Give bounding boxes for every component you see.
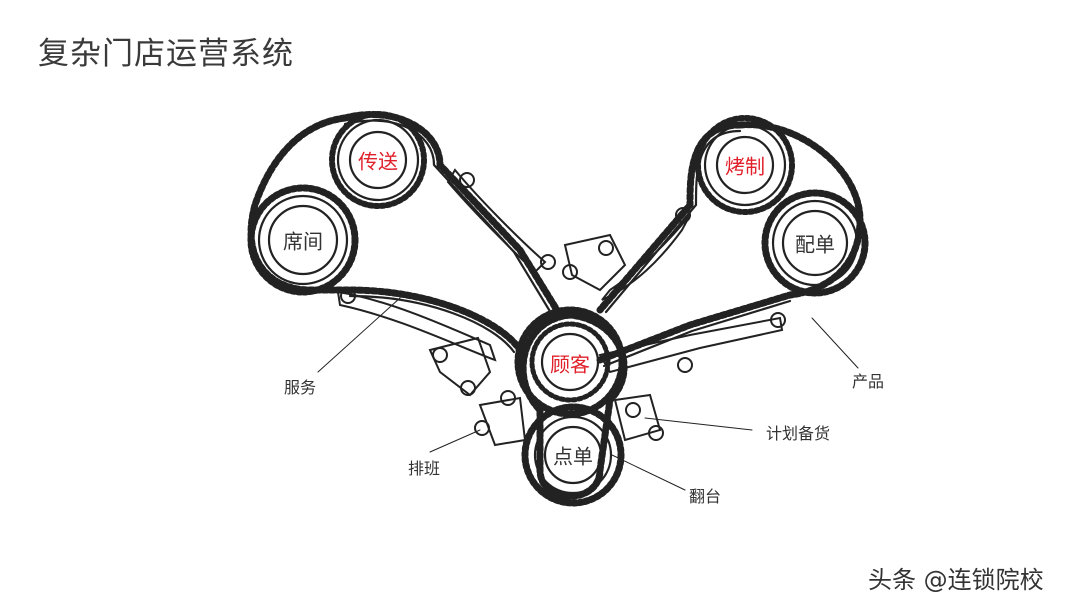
tensioner-arms xyxy=(336,168,784,447)
gear-label-kaozhi: 烤制 xyxy=(725,154,765,179)
callout-fuwu: 服务 xyxy=(283,378,317,397)
watermark: 头条 @连锁院校 xyxy=(868,566,1044,594)
callout-jihua: 计划备货 xyxy=(765,424,831,443)
gear-kaozhi xyxy=(695,115,795,215)
gear-xijian xyxy=(247,184,359,296)
gear-chuansong xyxy=(329,111,427,209)
callout-fantai: 翻台 xyxy=(688,487,722,506)
gear-diandan xyxy=(521,403,625,507)
gear-label-chuansong: 传送 xyxy=(358,149,398,174)
bolts xyxy=(340,172,786,441)
gear-label-diandan: 点单 xyxy=(553,444,593,469)
gear-label-peidan: 配单 xyxy=(795,232,835,257)
page-title: 复杂门店运营系统 xyxy=(38,36,294,72)
callout-chanpin: 产品 xyxy=(851,372,885,391)
gear-label-guke: 顾客 xyxy=(550,352,590,377)
gear-guke xyxy=(514,306,626,418)
gear-peidan xyxy=(761,189,869,297)
callout-paiban: 排班 xyxy=(407,459,441,478)
gear-label-xijian: 席间 xyxy=(283,229,323,254)
callout-lines xyxy=(317,297,859,491)
